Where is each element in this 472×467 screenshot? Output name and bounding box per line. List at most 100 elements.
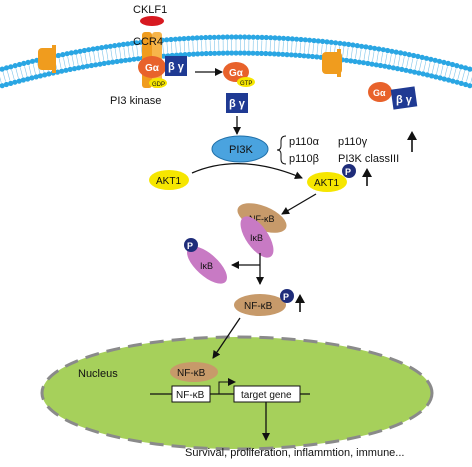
lipid-head [105,60,112,66]
lipid-head [60,52,66,58]
lipid-head [241,50,248,56]
lipid-head [220,50,226,56]
lipid-head [328,39,334,45]
lipid-tail [350,47,353,58]
p110g-label: p110γ [338,136,368,148]
lipid-tail [119,47,122,58]
lipid-head [350,42,356,48]
lipid-tail [282,41,284,52]
nfkb-complex-label: NF-κB [249,214,275,224]
lipid-tail [89,52,92,63]
lipid-head [220,34,226,40]
lipid-head [181,36,187,42]
lipid-head [294,36,300,42]
lipid-tail [24,66,28,77]
lipid-head [432,57,438,63]
lipid-tail [192,41,194,52]
lipid-tail [291,41,293,52]
lipid-head [377,62,384,69]
lipid-tail [436,64,440,75]
lipid-head [127,57,133,63]
lipid-tail [299,42,301,53]
lipid-head [307,37,313,43]
lipid-tail [295,42,297,53]
lipid-head [428,56,434,62]
lipid-tail [457,69,461,80]
arrow-akt1-activation [191,162,303,179]
lipid-head [367,45,373,51]
lipid-tail [183,41,186,52]
lipid-head [372,45,378,51]
lipid-tail [166,42,169,53]
lipid-head [135,56,141,62]
lipid-head [172,36,178,42]
arrow-akt1-to-complex [281,193,317,215]
lipid-tail [93,51,96,62]
lipid-head [250,34,256,40]
membrane-receptor-right [322,49,342,77]
p110a-label: p110α [289,136,320,148]
lipid-tail [63,57,66,68]
lipid-head [76,65,82,71]
lipid-head [81,47,87,54]
lipid-head [365,60,371,66]
lipid-head [190,51,197,57]
lipid-head [359,43,365,49]
lipid-head [467,83,472,89]
lipid-head [93,62,99,68]
ikb-phospho-label: P [187,241,193,251]
lipid-head [390,65,396,71]
lipid-head [88,62,95,69]
lipid-tail [80,54,83,65]
lipid-tail [419,60,422,71]
lipid-head [348,58,354,64]
lipid-tail [346,47,349,58]
lipid-head [55,52,62,59]
svg-text:GTP: GTP [240,81,252,87]
lipid-head [182,52,188,58]
lipid-head [250,50,256,56]
lipid-head [203,34,209,41]
lipid-head [284,52,290,58]
lipid-head [161,53,167,59]
lipid-head [80,64,86,70]
lipid-tail [84,53,87,64]
lipid-head [411,52,417,59]
lipid-head [352,58,358,65]
lipid-head [199,51,205,57]
lipid-head [254,50,260,56]
akt1-label: AKT1 [156,176,181,187]
lipid-tail [389,54,392,65]
lipid-head [301,53,307,59]
upregulated-arrow-pi3k [407,131,417,152]
lipid-head [120,41,126,48]
nfkb-free-label: NF-κB [244,301,273,312]
lipid-head [462,65,469,71]
lipid-head [77,48,83,54]
lipid-head [292,52,299,58]
lipid-head [333,40,339,46]
lipid-head [73,49,79,55]
lipid-tail [106,49,109,60]
lipid-head [280,51,286,57]
lipid-head [110,59,116,65]
lipid-head [131,56,137,62]
ikb-phospho [184,238,198,252]
lipid-head [164,37,170,43]
pi3-kinase-label: PI3 kinase [110,95,161,107]
lipid-head [302,37,308,43]
lipid-head [12,63,18,69]
lipid-tail [28,65,32,76]
lipid-head [255,34,261,40]
lipid-head [416,70,422,76]
lipid-head [25,59,31,65]
svg-text:Gα: Gα [229,68,244,79]
lipid-tail [278,41,280,52]
akt1-active [307,172,347,192]
lipid-head [203,50,209,57]
lipid-head [207,34,213,41]
cklf1-label: CKLF1 [133,4,167,16]
lipid-head [394,66,401,72]
g-alpha-active: Gα GTP [223,62,255,87]
lipid-head [229,34,235,40]
